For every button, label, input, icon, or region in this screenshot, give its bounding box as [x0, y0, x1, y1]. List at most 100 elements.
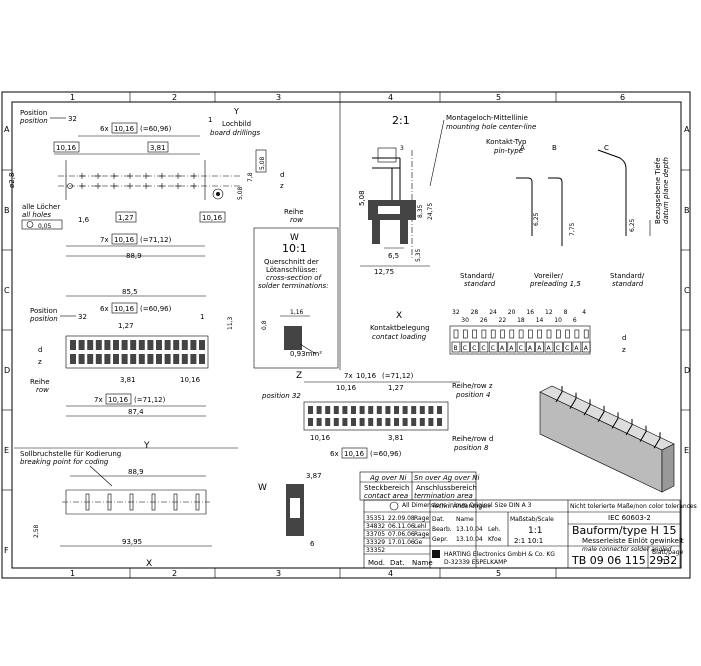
dim-3-87: 3,87	[306, 472, 322, 480]
col-label-4: 4	[388, 93, 393, 102]
front-pin	[95, 340, 102, 364]
lochbild-label: Lochbild	[222, 120, 251, 128]
drill-hole-mark	[79, 173, 85, 179]
front-pin	[138, 340, 145, 364]
row-mid: row	[36, 386, 49, 394]
tol-frame: 0,05	[38, 223, 52, 230]
top-view-z: Z 7x 10,16 (=71,12) 10,16 1,27 position …	[261, 371, 493, 459]
dim-10-16-z-c: 10,16	[310, 434, 331, 442]
contact-row-d: d	[622, 334, 626, 342]
row-label-d: D	[4, 366, 10, 375]
revision-name: Rage	[414, 531, 430, 538]
drill-marks	[79, 173, 197, 189]
dim-8-35: 8,35	[417, 204, 424, 218]
z-pin	[342, 406, 348, 426]
col-label-2: 2	[172, 93, 177, 102]
company-logo-icon	[432, 550, 440, 558]
coding-slot	[173, 493, 178, 511]
position-label-en: position	[19, 117, 48, 125]
dim-2-58: 2,58	[33, 524, 40, 538]
z-pin	[419, 406, 425, 426]
dim-87-4: 87,4	[128, 408, 144, 416]
revision-date: 17.01.06	[388, 539, 415, 546]
dim-10-16-c: 10,16	[202, 214, 223, 222]
iso-pin	[639, 425, 647, 442]
dim-10-16-d: 10,16	[114, 236, 135, 244]
pitch-7x: 7x	[100, 236, 109, 244]
coding-slot	[129, 493, 134, 511]
revision-number: 33352	[366, 547, 385, 554]
contact-cell: C	[563, 329, 572, 353]
row-label-f: F	[4, 546, 9, 555]
iso-pin	[625, 419, 633, 436]
contact-cell-type: C	[472, 345, 476, 352]
dim-6-25-a: 6,25	[533, 212, 540, 226]
pitch-6x: 6x	[100, 125, 109, 133]
dim-1-27-mid: 1,27	[118, 322, 134, 330]
front-pin	[190, 340, 197, 364]
revision-number: 34832	[366, 523, 385, 530]
z-pin	[316, 406, 322, 426]
drill-hole-mark	[159, 173, 165, 179]
dim-12-75: 12,75	[374, 268, 394, 276]
front-pin	[181, 340, 188, 364]
contact-position-number: 20	[508, 309, 516, 316]
position-32-z: position 32	[261, 392, 301, 400]
iso-pin	[611, 412, 619, 429]
area-label: 0,93mm²	[290, 350, 322, 358]
dim-1-6: 1,6	[78, 216, 90, 224]
front-pin	[147, 340, 154, 364]
x-label-bottom: X	[146, 559, 152, 569]
dim-60-96-z: (=60,96)	[370, 450, 402, 458]
dim-71-12-mid: (=71,12)	[134, 396, 166, 404]
contact-cell: C	[479, 329, 489, 353]
dim-3: 3	[400, 145, 404, 152]
contact-cell-type: C	[463, 345, 467, 352]
z-pin	[351, 406, 356, 426]
dim-10-16-mid-a: 10,16	[114, 305, 135, 313]
dim-85-5: 85,5	[122, 288, 138, 296]
dim-5-08-side: 5,08	[358, 190, 366, 206]
contact-position-number: 18	[517, 317, 525, 324]
standard-de-a: Standard/	[460, 272, 495, 280]
col-date: Dat.	[390, 559, 405, 567]
dim-10-16-mid-c: 10,16	[108, 396, 129, 404]
col-label-1-bottom: 1	[70, 569, 75, 578]
isometric-connector	[539, 385, 675, 493]
contact-cell: A	[498, 329, 507, 353]
contact-position-number: 28	[471, 309, 479, 316]
row-label-a-right: A	[684, 125, 690, 134]
standard-en-c: standard	[612, 280, 644, 288]
ag-over-ni: Ag over Ni	[369, 474, 407, 482]
drill-hole-mark	[127, 173, 133, 179]
pin-type-a: A	[520, 144, 525, 152]
z-housing	[303, 401, 449, 431]
z-pin	[394, 406, 399, 426]
position-32-mid: 32	[78, 313, 87, 321]
company-address: D-32339 ESPELKAMP	[444, 559, 507, 566]
dim-11-3: 11,3	[227, 316, 234, 330]
contact-cell: A	[526, 329, 535, 353]
contact-cell-type: A	[547, 345, 552, 352]
contact-cell-type: B	[454, 345, 458, 352]
coding-slot	[85, 493, 90, 511]
drill-hole-mark	[111, 173, 117, 179]
alle-locher: alle Löcher	[22, 203, 60, 211]
front-pin	[130, 340, 137, 364]
coding-slot	[151, 493, 156, 511]
drill-hole-row	[67, 183, 224, 200]
col-label-3: 3	[276, 93, 281, 102]
contact-cell-type: C	[491, 345, 495, 352]
row-label-c-right: C	[684, 286, 690, 295]
front-pin	[173, 340, 180, 364]
contact-loading-en: contact loading	[372, 333, 427, 341]
contact-cell: C	[553, 329, 563, 353]
dim-6-5: 6,5	[388, 252, 399, 260]
drill-hole-mark	[95, 183, 101, 189]
position-1-mid: 1	[200, 313, 204, 321]
standard-de-c: Standard/	[610, 272, 645, 280]
drill-hole-mark	[159, 183, 165, 189]
contact-grid	[449, 325, 591, 355]
